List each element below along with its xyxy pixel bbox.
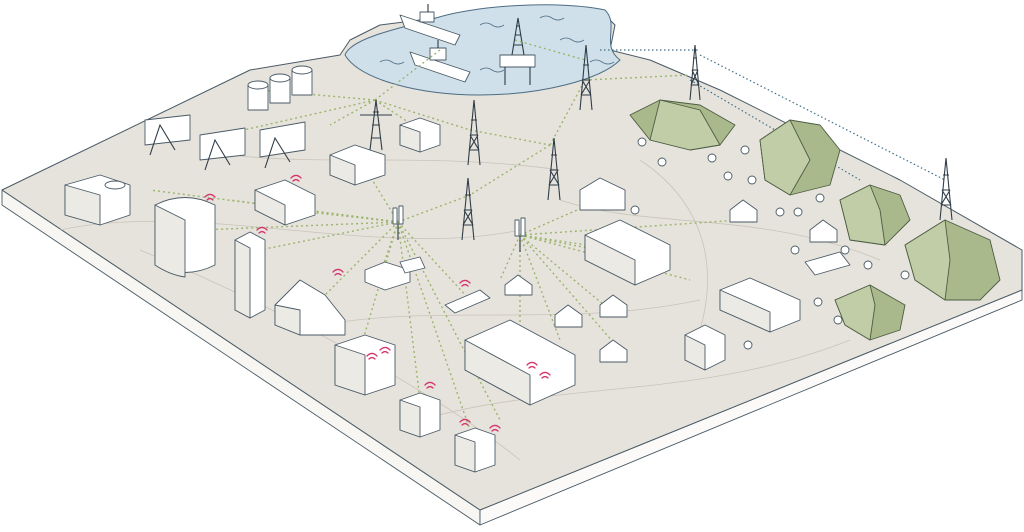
tree-icon — [740, 145, 750, 155]
house-icon — [579, 177, 626, 211]
tank-icon — [247, 65, 313, 111]
warehouse-building — [254, 179, 316, 226]
tree-icon — [793, 207, 803, 217]
pumpjack-icon — [144, 114, 191, 156]
house-icon — [554, 304, 583, 328]
utility-building — [399, 117, 441, 153]
tree-icon — [707, 153, 717, 163]
tree-icon — [743, 340, 753, 350]
modern-house — [684, 324, 726, 371]
pumpjack-icon — [259, 121, 306, 169]
buildings — [64, 117, 851, 473]
ship-icon — [409, 40, 471, 83]
wifi-icon — [332, 268, 344, 276]
office-building — [399, 392, 441, 438]
tree-icon — [657, 157, 667, 167]
tree-icon — [637, 137, 647, 147]
tree-icon — [813, 297, 823, 307]
tower-icon — [547, 137, 561, 201]
wifi-icon — [204, 193, 216, 201]
gas-station — [364, 256, 426, 291]
wifi-signals — [204, 174, 551, 432]
tree-icon — [900, 270, 910, 280]
wifi-icon — [256, 226, 268, 234]
tree-icon — [747, 175, 757, 185]
oil-platform-icon — [499, 17, 536, 85]
highrise-building — [234, 231, 266, 319]
tower-icon — [461, 177, 475, 241]
house-icon — [809, 219, 838, 243]
office-building — [454, 427, 496, 473]
ship-icon — [399, 4, 461, 46]
warehouse-building — [719, 277, 801, 333]
tree-icon — [723, 171, 733, 181]
trees — [630, 137, 910, 350]
antenna-icon — [392, 205, 404, 240]
tower-icon — [939, 157, 953, 221]
tree-icon — [840, 245, 850, 255]
house-icon — [599, 339, 628, 363]
solar-panels — [444, 251, 851, 314]
pumpjack-icon — [199, 127, 246, 171]
tower-icon — [360, 99, 392, 151]
wifi-icon — [290, 174, 302, 182]
tree-icon — [630, 205, 640, 215]
house-icon — [729, 199, 758, 223]
tree-icon — [863, 260, 873, 270]
office-tower — [154, 197, 216, 278]
tree-icon — [775, 207, 785, 217]
tree-icon — [815, 193, 825, 203]
house-icon — [599, 294, 628, 318]
water-body — [344, 4, 621, 96]
wifi-icon — [459, 418, 471, 426]
wifi-icon — [366, 352, 378, 360]
school-building — [584, 219, 671, 286]
factory-building — [329, 144, 386, 186]
wifi-icon — [539, 371, 551, 379]
hills — [629, 99, 1001, 341]
antenna-icon — [514, 217, 526, 252]
wifi-icon — [379, 346, 391, 354]
tree-icon — [790, 245, 800, 255]
wifi-icon — [459, 279, 471, 287]
hospital-building — [334, 334, 396, 396]
tower-icon — [467, 99, 481, 166]
wifi-icon — [424, 381, 436, 389]
tower-icon — [689, 44, 701, 101]
tower-icon — [579, 44, 593, 111]
house-building — [274, 279, 346, 336]
tree-icon — [833, 315, 843, 325]
house-icon — [504, 274, 533, 296]
campus-building — [464, 319, 576, 406]
wifi-icon — [526, 361, 538, 369]
wifi-icon — [489, 424, 501, 432]
factory-building — [64, 174, 131, 226]
